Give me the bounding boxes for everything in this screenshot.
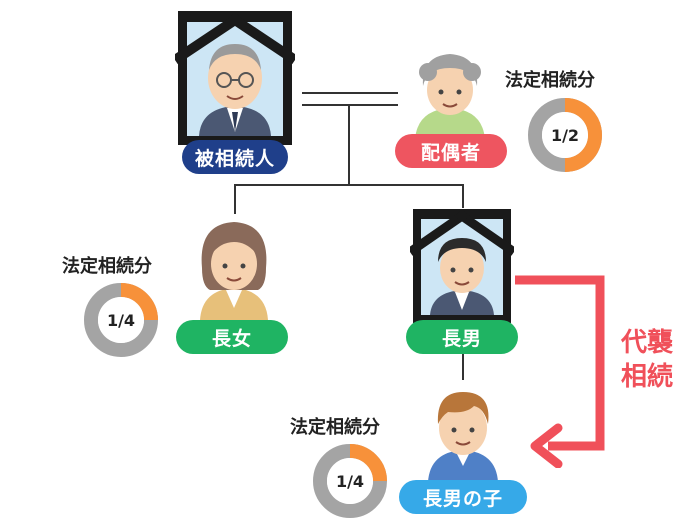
spouse-share-value: 1/2 [550, 125, 580, 145]
daughter-share-title: 法定相続分 [62, 256, 152, 277]
son-drop-line [462, 184, 464, 208]
grandchild-drop-line [462, 350, 464, 380]
spouse-share-title: 法定相続分 [505, 70, 595, 91]
grandchild-share-title: 法定相続分 [290, 417, 380, 438]
son-portrait [410, 209, 514, 323]
grandchild-avatar [428, 392, 498, 482]
share-center [98, 297, 144, 343]
marriage-line-bottom [302, 104, 398, 106]
share-fill-arc [564, 98, 602, 172]
spouse-share-donut [528, 98, 602, 172]
share-center [542, 112, 588, 158]
children-line-horizontal [234, 184, 464, 186]
substitution-label: 代襲 相続 [617, 326, 677, 394]
marriage-line-top [302, 92, 398, 94]
grandchild-share-value: 1/4 [335, 471, 365, 491]
daughter-share-donut [84, 283, 158, 357]
daughter-share-value: 1/4 [106, 310, 136, 330]
spouse-avatar [415, 54, 485, 140]
deceased-label: 被相続人 [182, 140, 288, 174]
share-fill-arc [120, 283, 158, 321]
spouse-label: 配偶者 [395, 134, 507, 168]
grandchild-share-donut [313, 444, 387, 518]
substitution-arrow [515, 275, 605, 468]
daughter-label: 長女 [176, 320, 288, 354]
descent-line-vertical [348, 104, 350, 184]
grandchild-label: 長男の子 [399, 480, 527, 514]
share-center [327, 458, 373, 504]
deceased-portrait [175, 11, 295, 145]
daughter-avatar [200, 222, 268, 320]
daughter-drop-line [234, 184, 236, 214]
substitution-label-line1: 代襲 [620, 328, 673, 358]
son-label: 長男 [406, 320, 518, 354]
substitution-label-line2: 相続 [620, 362, 673, 392]
share-fill-arc [349, 444, 387, 482]
